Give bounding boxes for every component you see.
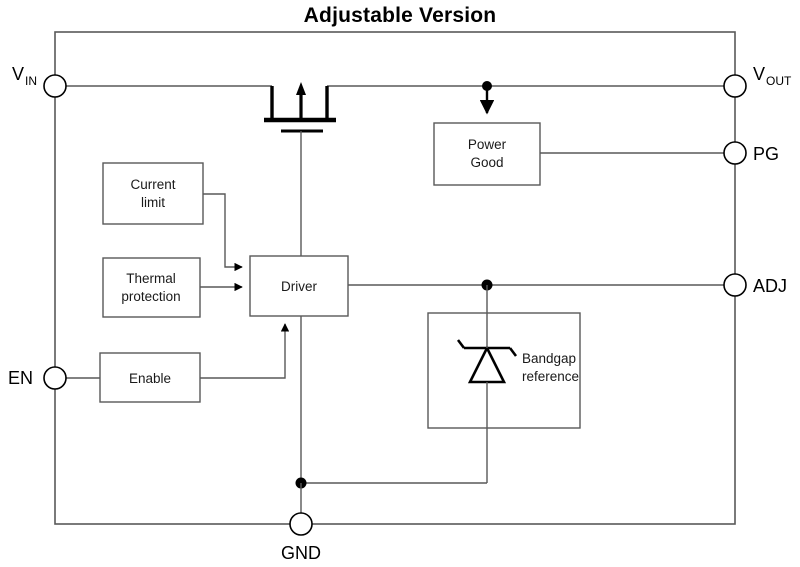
pin-label-en: EN: [8, 368, 33, 388]
current-limit-to-driver: [203, 193, 243, 272]
block-power-good-label-line2: Good: [470, 155, 503, 170]
pin-label-vin-base: V: [12, 64, 24, 84]
block-power-good[interactable]: [433, 122, 541, 186]
block-bandgap-reference[interactable]: [427, 312, 581, 429]
pin-label-gnd: GND: [281, 543, 321, 563]
block-enable[interactable]: [99, 352, 201, 403]
pin-label-adj: ADJ: [753, 276, 787, 296]
block-thermal-protection-label-line1: Thermal: [126, 271, 176, 286]
pin-terminal-vin[interactable]: [43, 74, 67, 98]
pin-terminal-pg[interactable]: [723, 141, 747, 165]
mosfet-symbol: [264, 82, 336, 256]
pin-terminal-adj[interactable]: [723, 273, 747, 297]
block-bandgap-label-line2: reference: [522, 369, 579, 384]
block-enable-label: Enable: [129, 371, 171, 386]
block-thermal-protection[interactable]: [102, 257, 201, 318]
block-current-limit-label-line2: limit: [141, 195, 165, 210]
pin-terminal-vout[interactable]: [723, 74, 747, 98]
pin-label-vout-sub: OUT: [766, 74, 792, 88]
block-power-good-label-line1: Power: [468, 137, 507, 152]
pin-label-vout-base: V: [753, 64, 765, 84]
pin-terminal-en[interactable]: [43, 366, 67, 390]
pin-label-pg: PG: [753, 144, 779, 164]
block-current-limit[interactable]: [102, 162, 204, 225]
block-driver[interactable]: [249, 255, 349, 317]
block-driver-label: Driver: [281, 279, 318, 294]
block-bandgap-label-line1: Bandgap: [522, 351, 576, 366]
page-title: Adjustable Version: [303, 4, 497, 27]
block-thermal-protection-label-line2: protection: [121, 289, 180, 304]
pin-label-vin-sub: IN: [25, 74, 37, 88]
enable-to-driver: [200, 323, 290, 379]
pin-terminal-gnd[interactable]: [289, 512, 313, 536]
block-current-limit-label-line1: Current: [130, 177, 175, 192]
